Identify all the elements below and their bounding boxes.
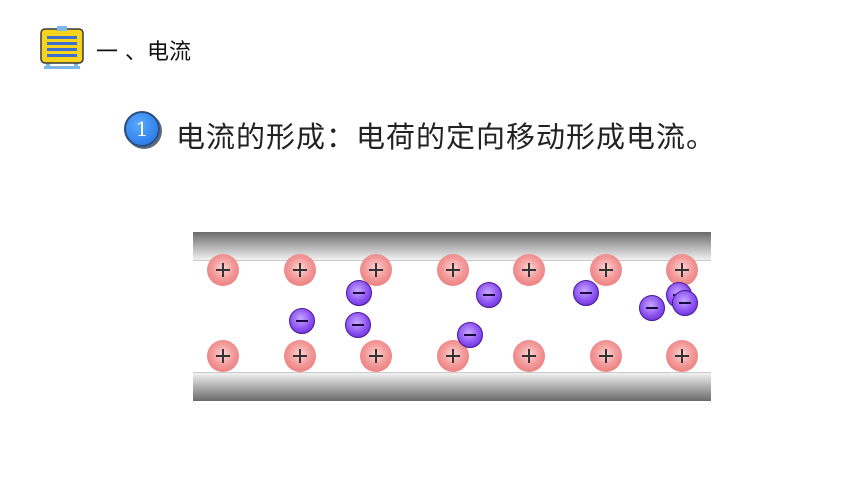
positive-ion [590,254,622,286]
free-electron [457,322,483,348]
conductor-bottom-wall [193,372,711,401]
point-number-badge: 1 [124,111,160,147]
positive-ion [666,340,698,372]
free-electron [573,280,599,306]
positive-ion [513,254,545,286]
section-separator: 、 [125,40,148,65]
section-number: 一 [96,40,119,65]
section-heading: 一 、电流 [96,34,191,66]
positive-ion [207,254,239,286]
free-electron [639,295,665,321]
positive-ion [284,254,316,286]
positive-ion [513,340,545,372]
free-electron [476,282,502,308]
positive-ion [666,254,698,286]
positive-ion [284,340,316,372]
current-definition-text: 电流的形成：电荷的定向移动形成电流。 [176,120,717,154]
positive-ion [590,340,622,372]
free-electron [346,280,372,306]
easel-board-icon [40,26,84,69]
free-electron [672,290,698,316]
free-electron [289,308,315,334]
section-title: 电流 [147,40,192,65]
conductor-diagram [193,232,711,401]
free-electron [345,312,371,338]
positive-ion [360,340,392,372]
positive-ion [437,254,469,286]
positive-ion [207,340,239,372]
